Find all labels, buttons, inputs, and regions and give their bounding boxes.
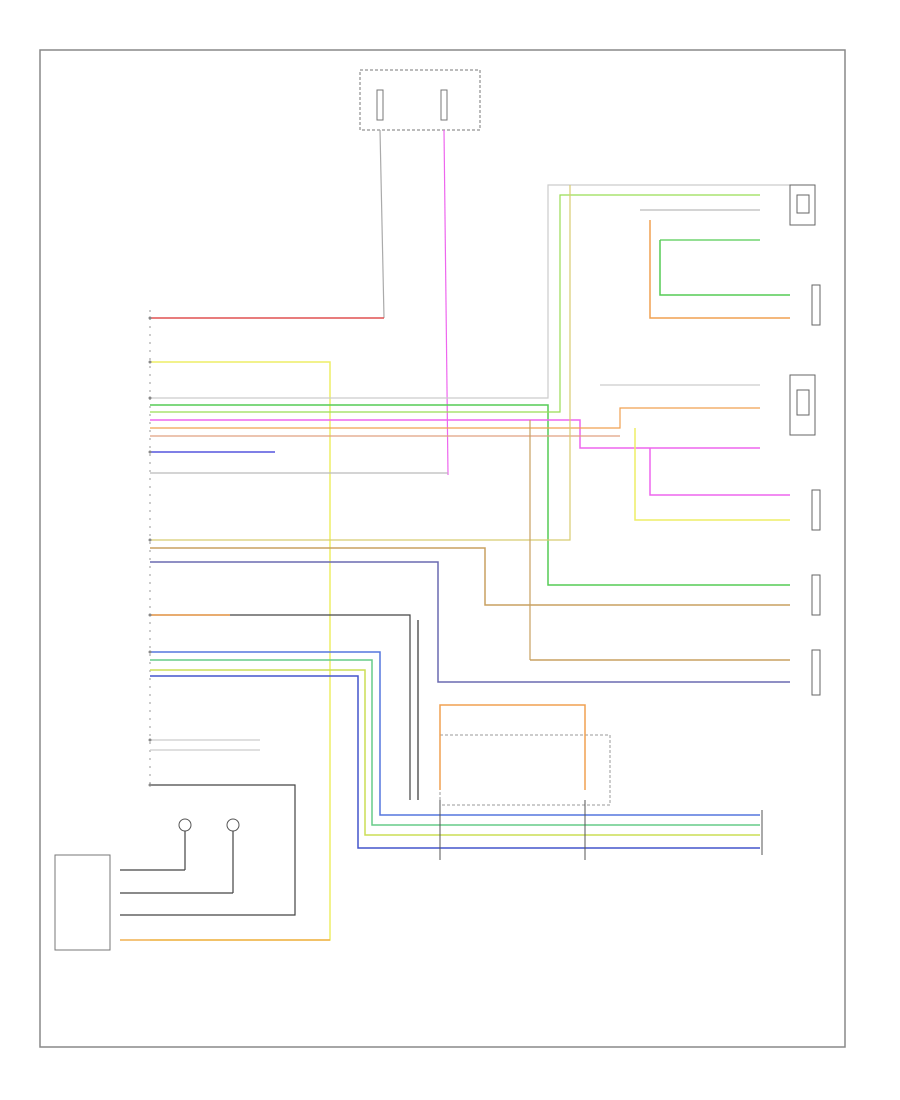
fuse-right-wire [443, 129, 449, 476]
speaker-rf-2 [811, 489, 821, 531]
wire-tan-2 [150, 185, 571, 541]
wire-lightgreen-1 [150, 194, 760, 413]
speaker-lr [811, 574, 821, 616]
wire-green-1 [150, 404, 790, 586]
wire-blue-2 [150, 651, 760, 816]
speaker-rr [811, 649, 821, 696]
fuse-left [376, 89, 384, 121]
wire-pink-1 [150, 419, 760, 449]
wire-yellow-2 [150, 669, 760, 836]
wire-tan-3 [150, 547, 790, 606]
wire-green-3 [659, 240, 790, 296]
speaker-rf [789, 374, 816, 436]
wire-dark-2 [120, 784, 296, 916]
audio-module [439, 704, 611, 860]
fuse-block [359, 69, 481, 131]
wire-purple-1 [150, 561, 790, 683]
wire-pink-2 [649, 448, 790, 496]
fuse-right [440, 89, 448, 121]
steering-switch [54, 818, 330, 951]
wire-yellow-3 [634, 428, 790, 521]
wire-grey-1 [150, 184, 790, 399]
wire-orange-1 [150, 407, 760, 429]
connector-pins [148, 316, 152, 787]
wire-yellow-main [150, 361, 331, 941]
wire-orange-3 [649, 220, 790, 319]
wire-orange-2 [150, 614, 411, 800]
diagram-border [39, 49, 846, 1048]
fuse-left-wire [379, 129, 385, 319]
speaker-lf-2 [811, 284, 821, 326]
speaker-lf [789, 184, 816, 226]
wire-blue-3 [150, 675, 760, 849]
wire-green-2 [150, 659, 760, 826]
